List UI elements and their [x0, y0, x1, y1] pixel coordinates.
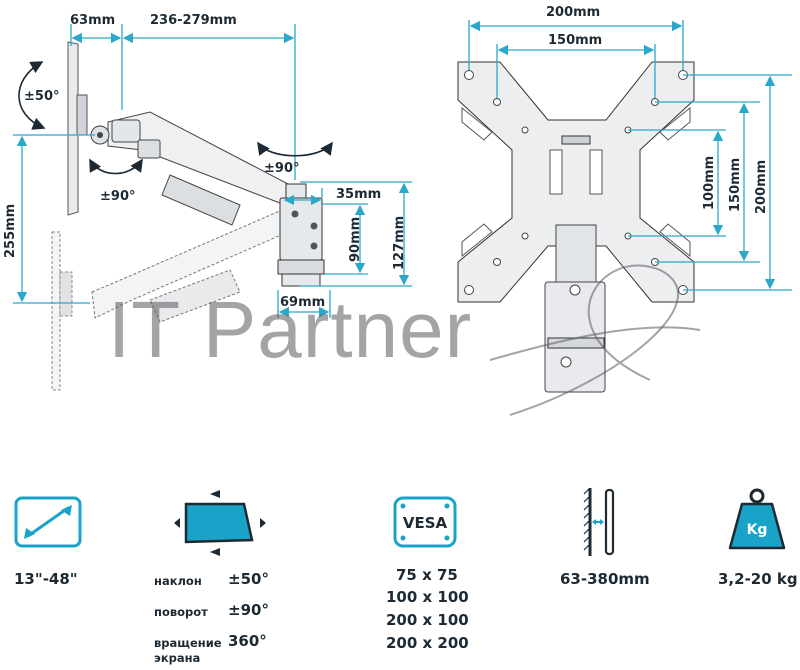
weight-value: 3,2-20 kg	[718, 570, 798, 588]
motion-rotate-value: 360°	[228, 632, 267, 650]
motion-rotate-label: вращение экрана	[154, 636, 222, 665]
vesa-plate	[457, 61, 695, 303]
screen-size-value: 13"-48"	[14, 570, 78, 588]
vesa-size-4: 200 x 200	[386, 634, 469, 652]
motion-tilt-label: наклон	[154, 574, 202, 588]
screen-plate-lower	[51, 231, 61, 391]
wall-distance-icon	[583, 487, 615, 556]
dim-tilt: ±50°	[24, 89, 59, 104]
kg-weight-icon: Kg	[728, 488, 786, 550]
dim-vesa-height-100: 100mm	[702, 156, 717, 210]
dim-offset: 63mm	[70, 13, 115, 28]
vesa-size-2: 100 x 100	[386, 588, 469, 606]
diagonal-arrow-icon	[14, 496, 82, 548]
arm-lower	[91, 209, 289, 319]
kg-icon-text: Kg	[747, 522, 768, 538]
dim-height: 255mm	[3, 204, 18, 258]
dim-clamp-inner: 90mm	[348, 217, 363, 262]
dim-swivel-head: ±90°	[264, 161, 299, 176]
watermark-text: IT Partner	[108, 285, 473, 374]
side-view	[51, 41, 325, 391]
swivel-arm-arrow	[89, 158, 143, 175]
dim-clamp-outer: 127mm	[392, 216, 407, 270]
dim-vesa-height-150: 150mm	[728, 158, 743, 212]
dim-vesa-width-inner: 150mm	[548, 33, 602, 48]
tilt-arrow	[18, 61, 46, 130]
dim-vesa-width-outer: 200mm	[546, 5, 600, 20]
motion-swivel-label: поворот	[154, 605, 208, 619]
vesa-size-3: 200 x 100	[386, 611, 469, 629]
dim-reach: 236-279mm	[150, 13, 237, 28]
watermark-swoosh	[489, 264, 701, 416]
dim-clamp-width: 35mm	[336, 187, 381, 202]
motion-tilt-value: ±50°	[228, 570, 269, 588]
swivel-head-arrow	[257, 141, 333, 157]
technical-drawing: 63mm 236-279mm ±50° ±90° ±90° 255mm 35mm…	[3, 5, 792, 416]
vesa-size-1: 75 x 75	[396, 566, 458, 584]
vesa-icon-text: VESA	[403, 514, 448, 532]
front-view	[457, 61, 695, 393]
wall-distance-value: 63-380mm	[560, 570, 650, 588]
dim-clamp-base: 69mm	[280, 295, 325, 310]
vesa-icon: VESA	[393, 496, 457, 548]
motion-swivel-value: ±90°	[228, 601, 269, 619]
screen-plate-upper	[67, 41, 79, 216]
dim-swivel-arm: ±90°	[100, 189, 135, 204]
dim-vesa-height-200: 200mm	[754, 160, 769, 214]
screen-rotate-icon	[174, 490, 266, 556]
